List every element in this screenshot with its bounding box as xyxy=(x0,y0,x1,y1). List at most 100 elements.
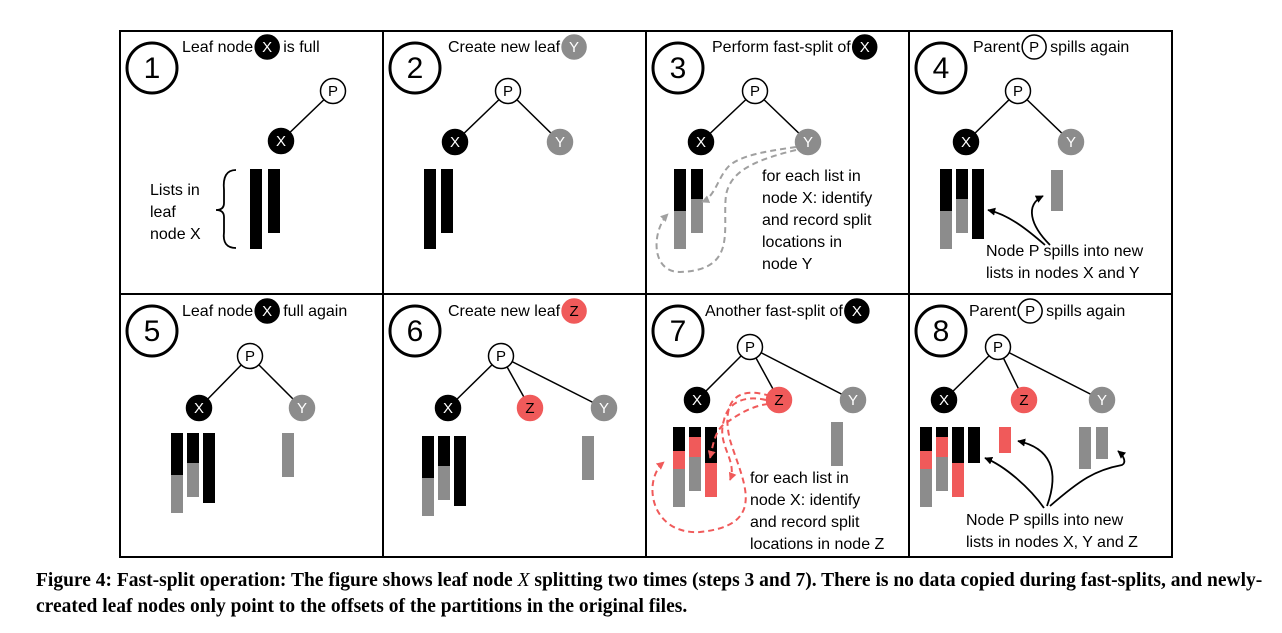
panel-4-annotation-line-1: lists in nodes X and Y xyxy=(986,265,1140,282)
panel-7-list-1-seg-1 xyxy=(673,451,685,469)
panel-4-list-1-seg-0 xyxy=(940,169,952,211)
step-4-badge-number: 4 xyxy=(933,52,950,85)
panel-7-title-text-0: Another fast-split of xyxy=(705,303,843,320)
panel-7-annotation-line-2: and record split xyxy=(750,514,860,531)
panel-8-annotation-line-1: lists in nodes X, Y and Z xyxy=(966,534,1138,551)
panel-1-node-x xyxy=(267,127,295,155)
panel-3-node-y-label: Y xyxy=(803,134,813,151)
panel-4-title-text-2: spills again xyxy=(1050,39,1129,56)
panel-2-title-node-icon xyxy=(561,34,587,60)
panel-4-title-node-label: P xyxy=(1029,39,1039,56)
panel-8-list-3-seg-1 xyxy=(952,463,964,497)
panel-5-list-1-seg-0 xyxy=(171,433,183,475)
panel-6-list-2-seg-1 xyxy=(438,466,450,500)
panel-3-annotation-line-1: node X: identify xyxy=(762,190,872,207)
step-8-badge xyxy=(914,304,968,358)
panel-7-list-y-seg-0 xyxy=(831,422,843,466)
panel-1-title-text-2: is full xyxy=(283,39,319,56)
panel-5-list-1-seg-1 xyxy=(171,475,183,513)
panel-3-node-p-label: P xyxy=(750,83,760,100)
panel-5-title-text-0: Leaf node xyxy=(182,303,253,320)
panel-7-list-1-seg-2 xyxy=(673,469,685,507)
panel-4-list-2-seg-0 xyxy=(956,169,968,199)
panel-7-split-arrow-2 xyxy=(721,397,767,481)
panel-8-list-2-seg-0 xyxy=(936,427,948,437)
panel-4-title: Parent P spills again xyxy=(973,34,1129,60)
panel-7-list-1-seg-0 xyxy=(673,427,685,451)
step-7-badge-number: 7 xyxy=(670,315,687,348)
panel-2-node-x-label: X xyxy=(450,134,460,151)
panel-7-edge-p-y xyxy=(749,346,854,401)
panel-8-title-node-icon xyxy=(1017,298,1043,324)
panel-3-list-1-seg-0 xyxy=(674,169,686,211)
caption-variable: X xyxy=(517,570,530,591)
panel-6-title-node-label: Z xyxy=(569,303,578,320)
panel-8-list-z-seg-0 xyxy=(999,427,1011,453)
panel-8-spill-arrow-z xyxy=(1017,438,1054,507)
panel-4-node-p-label: P xyxy=(1013,83,1023,100)
panel-8-node-z-label: Z xyxy=(1019,392,1028,409)
panel-5-node-y xyxy=(288,394,316,422)
panel-4-title-text-0: Parent xyxy=(973,39,1021,56)
panel-4-list-2-seg-1 xyxy=(956,199,968,233)
panel-6-list-1-seg-0 xyxy=(422,436,434,478)
panel-6-node-y xyxy=(590,394,618,422)
panel-8-list-y-1-seg-0 xyxy=(1079,427,1091,469)
panel-8-spill-arrow-y xyxy=(1049,450,1127,507)
panel-4-spill-arrow-x xyxy=(987,207,1046,246)
panel-6-title: Create new leaf Z xyxy=(448,298,587,324)
panel-5-node-y-label: Y xyxy=(297,400,307,417)
panel-8-annotation-line-0: Node P spills into new xyxy=(966,512,1124,529)
panel-3-node-p xyxy=(741,77,769,105)
panel-8-node-p xyxy=(984,333,1012,361)
panel-3-title-node-label: X xyxy=(860,39,870,56)
panel-6-node-x xyxy=(434,394,462,422)
panel-7-title: Another fast-split of X xyxy=(705,298,870,324)
step-6-badge-number: 6 xyxy=(407,315,424,348)
caption-label: Figure 4: xyxy=(36,570,113,591)
step-2-badge xyxy=(388,41,442,95)
panel-6-node-z xyxy=(516,394,544,422)
panel-4-node-x xyxy=(952,128,980,156)
panel-2-title: Create new leaf Y xyxy=(448,34,587,60)
panel-8-title-text-0: Parent xyxy=(969,303,1017,320)
panel-6-list-3-seg-0 xyxy=(454,436,466,506)
panel-6-node-y-label: Y xyxy=(599,400,609,417)
panel-7-title-node-icon xyxy=(844,298,870,324)
panel-8-node-x-label: X xyxy=(939,392,949,409)
step-5-badge xyxy=(125,304,179,358)
panel-8-list-1-seg-0 xyxy=(920,427,932,451)
panel-7-title-node-label: X xyxy=(852,303,862,320)
panel-8-node-p-label: P xyxy=(993,339,1003,356)
caption-text-after: splitting two times (steps 3 and 7). The… xyxy=(36,570,1263,617)
panel-2-node-p xyxy=(494,77,522,105)
step-1-badge-number: 1 xyxy=(144,52,161,85)
panel-6-list-y-seg-0 xyxy=(582,436,594,480)
panel-2-node-y-label: Y xyxy=(555,134,565,151)
panel-5-title: Leaf node X full again xyxy=(182,298,347,324)
panel-2-title-text-0: Create new leaf xyxy=(448,39,561,56)
panel-5-node-p xyxy=(236,342,264,370)
panel-4-list-1-seg-1 xyxy=(940,211,952,249)
panel-6-list-1-seg-1 xyxy=(422,478,434,516)
panel-8-list-1-seg-1 xyxy=(920,451,932,469)
panel-8-node-z xyxy=(1010,386,1038,414)
panel-6-node-z-label: Z xyxy=(525,400,534,417)
panel-7-annotation-line-3: locations in node Z xyxy=(750,536,885,553)
panel-3-annotation-line-4: node Y xyxy=(762,256,813,273)
panel-7-list-2-seg-0 xyxy=(689,427,701,437)
panel-6-list-2-seg-0 xyxy=(438,436,450,466)
panel-6-node-p-label: P xyxy=(496,348,506,365)
panel-2-title-node-label: Y xyxy=(569,39,579,56)
panel-5-title-node-icon xyxy=(254,298,280,324)
step-6-badge xyxy=(388,304,442,358)
panel-1-lists-label-line-1: leaf xyxy=(150,204,176,221)
panel-8-list-3-seg-0 xyxy=(952,427,964,463)
panel-7-node-p xyxy=(736,333,764,361)
panel-3-annotation-line-0: for each list in xyxy=(762,168,861,185)
panel-8-title-node-label: P xyxy=(1025,303,1035,320)
panel-4-annotation-line-0: Node P spills into new xyxy=(986,243,1144,260)
panel-1-node-p xyxy=(319,77,347,105)
step-1-badge xyxy=(125,41,179,95)
